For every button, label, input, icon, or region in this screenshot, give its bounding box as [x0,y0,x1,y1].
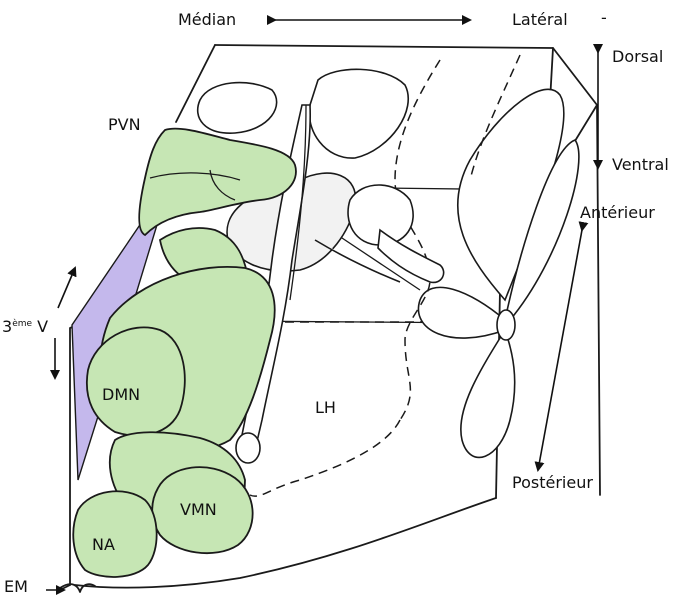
dorsal-label: Dorsal [612,47,663,66]
lateral-mark: - [601,8,607,27]
na-label: NA [92,535,115,554]
em-label: EM [4,577,28,596]
dmn-label: DMN [102,385,140,404]
third-ventricle-label: 3ème V [2,317,48,336]
ventral-label: Ventral [612,155,669,174]
medial-label: Médian [178,10,236,29]
arcuate-nucleus [73,491,156,577]
vmn-label: VMN [180,500,217,519]
lh-label: LH [315,398,336,417]
lateral-label: Latéral [512,10,568,29]
anterior-label: Antérieur [580,203,655,222]
pvn-label: PVN [108,115,141,134]
posterior-label: Postérieur [512,473,593,492]
